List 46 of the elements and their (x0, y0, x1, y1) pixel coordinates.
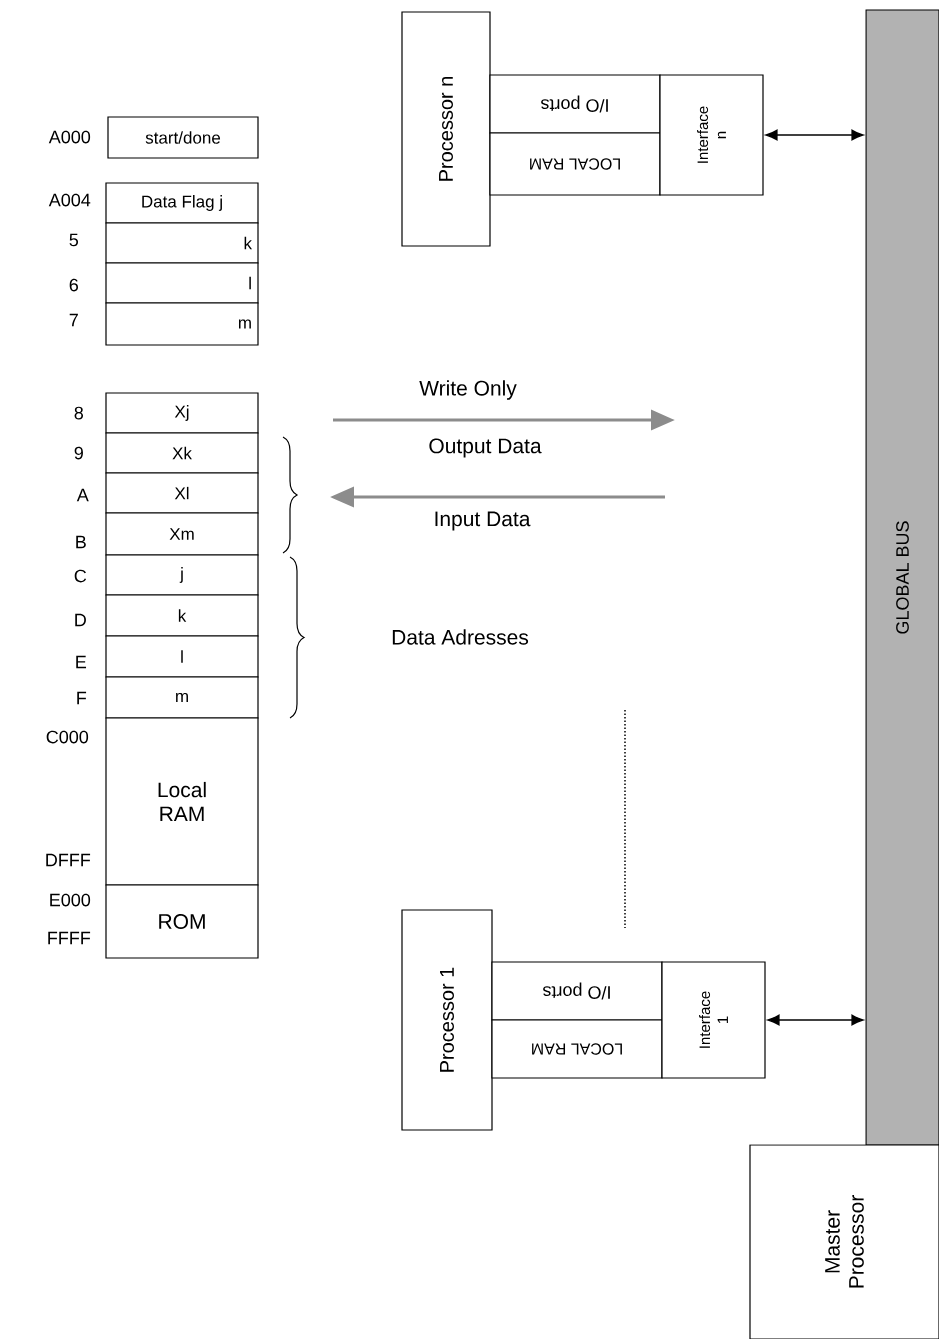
address-label: DFFF (46, 853, 91, 867)
address-label: 6 (69, 278, 78, 292)
local-ram-box: LOCAL RAM (489, 132, 661, 196)
double-arrow (765, 129, 864, 141)
annotation-text: Data Adresses (392, 629, 529, 645)
address-label: A004 (48, 193, 91, 207)
address-label: 5 (69, 233, 79, 247)
io-ports-box: I/O ports (489, 74, 661, 134)
address-label: A000 (48, 130, 91, 144)
processor-box: Processor 1 (401, 909, 493, 1131)
address-label: C000 (46, 730, 89, 744)
memory-cell: l (105, 635, 259, 678)
interface-box: Interface n (659, 74, 764, 196)
memory-cell: j (105, 554, 259, 596)
address-label: F (77, 691, 87, 705)
global-bus-bar: GLOBAL BUS (865, 9, 939, 1146)
double-arrow (767, 1014, 864, 1026)
local-ram-box: LOCAL RAM (491, 1019, 663, 1079)
address-label: 8 (74, 406, 84, 420)
memory-cell: start/done (107, 116, 259, 159)
memory-cell: m (105, 302, 259, 346)
memory-cell: k (105, 594, 259, 637)
address-label: D (75, 613, 86, 627)
memory-cell: l (105, 262, 259, 304)
address-label: FFFF (48, 931, 91, 945)
interface-box: Interface 1 (661, 961, 766, 1079)
memory-cell: Xm (105, 512, 259, 556)
annotation-text: Write Only (419, 380, 517, 400)
address-label: E (76, 655, 86, 669)
address-label: C (74, 569, 87, 583)
address-label: B (76, 535, 86, 549)
address-label: E000 (50, 893, 91, 907)
address-label: 7 (69, 313, 78, 327)
memory-cell: k (105, 222, 259, 264)
memory-cell: Xk (105, 432, 259, 474)
address-label: A (76, 488, 89, 502)
annotation-text: Input Data (435, 511, 531, 531)
address-label: 9 (74, 446, 83, 460)
annotation-text: Output Data (429, 438, 542, 458)
memory-cell: Xj (105, 392, 259, 434)
memory-cell: ROM (105, 884, 259, 959)
memory-cell: Data Flag j (105, 182, 259, 224)
memory-cell: m (105, 676, 259, 719)
io-ports-box: I/O ports (491, 961, 663, 1021)
memory-cell: Xl (105, 472, 259, 514)
master-processor-box: Master Processor (749, 1144, 939, 1339)
